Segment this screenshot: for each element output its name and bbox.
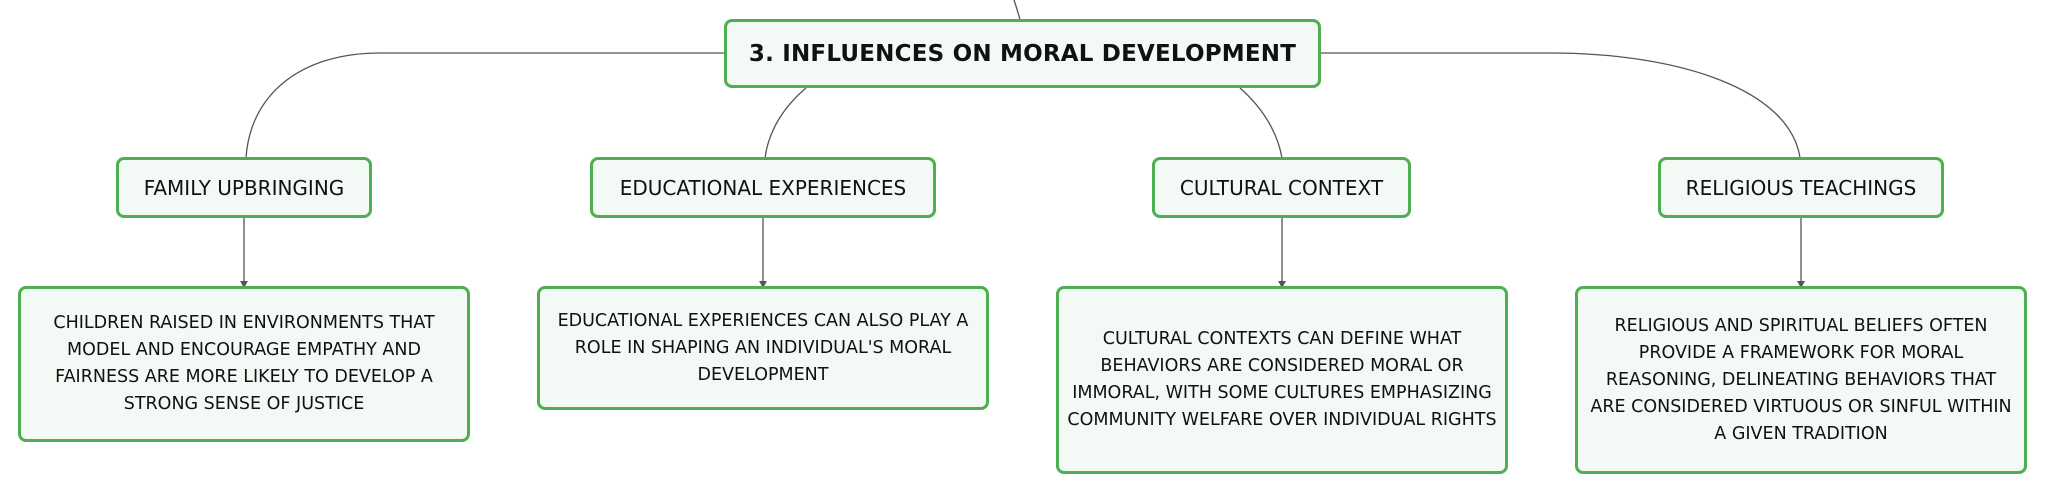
root-label: 3. INFLUENCES ON MORAL DEVELOPMENT [748,40,1297,67]
detail-text: RELIGIOUS AND SPIRITUAL BELIEFS OFTEN PR… [1590,315,2012,444]
branch-label: FAMILY UPBRINGING [143,175,345,200]
root-node[interactable]: 3. INFLUENCES ON MORAL DEVELOPMENT [724,19,1321,88]
arrowhead-cultural [1278,281,1286,288]
branch-node-cultural-context[interactable]: CULTURAL CONTEXT [1152,157,1411,218]
detail-node-family-upbringing[interactable]: CHILDREN RAISED IN ENVIRONMENTS THAT MOD… [18,286,470,442]
detail-text: CHILDREN RAISED IN ENVIRONMENTS THAT MOD… [53,313,435,414]
detail-node-educational-experiences[interactable]: EDUCATIONAL EXPERIENCES CAN ALSO PLAY A … [537,286,989,410]
branch-label: EDUCATIONAL EXPERIENCES [619,175,907,200]
arrowhead-educational [759,281,767,288]
detail-node-cultural-context[interactable]: CULTURAL CONTEXTS CAN DEFINE WHAT BEHAVI… [1056,286,1508,474]
detail-text: CULTURAL CONTEXTS CAN DEFINE WHAT BEHAVI… [1067,329,1497,430]
connector-root-educational [764,87,807,159]
arrowhead-religious [1797,281,1805,288]
connector-root-cultural [1239,87,1283,159]
arrowhead-family [240,281,248,288]
branch-node-religious-teachings[interactable]: RELIGIOUS TEACHINGS [1658,157,1944,218]
branch-label: RELIGIOUS TEACHINGS [1685,175,1917,200]
branch-label: CULTURAL CONTEXT [1179,175,1384,200]
detail-text: EDUCATIONAL EXPERIENCES CAN ALSO PLAY A … [557,310,969,385]
branch-node-family-upbringing[interactable]: FAMILY UPBRINGING [116,157,372,218]
detail-node-religious-teachings[interactable]: RELIGIOUS AND SPIRITUAL BELIEFS OFTEN PR… [1575,286,2027,474]
connector-incoming [1013,0,1021,21]
branch-node-educational-experiences[interactable]: EDUCATIONAL EXPERIENCES [590,157,936,218]
connector-root-religious [1321,52,1801,159]
connector-root-family [245,52,724,159]
